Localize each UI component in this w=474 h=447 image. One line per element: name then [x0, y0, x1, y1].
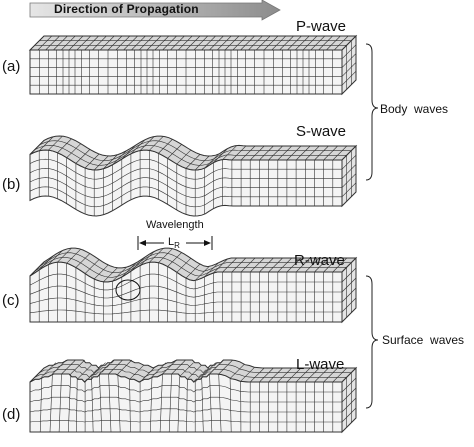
s-wave-label: S-wave — [296, 123, 347, 140]
r-wave-label: R-wave — [294, 252, 345, 269]
propagation-direction-label: Direction of Propagation — [54, 2, 199, 16]
panel-a-label: (a) — [2, 58, 21, 75]
panel-d-label: (d) — [2, 406, 21, 423]
p-wave-block — [28, 34, 358, 96]
surface-waves-label: Surface waves — [382, 333, 465, 347]
wavelength-label: Wavelength — [146, 219, 204, 231]
surface-waves-bracket — [365, 275, 379, 409]
body-waves-label: Body waves — [380, 102, 449, 116]
p-wave-label: P-wave — [296, 18, 347, 35]
particle-orbit — [115, 279, 141, 301]
l-wave-block — [29, 359, 358, 434]
lr-label: LR — [168, 236, 180, 251]
panel-b-label: (b) — [2, 176, 21, 193]
l-wave-label: L-wave — [296, 356, 345, 373]
body-waves-bracket — [365, 43, 379, 181]
wavelength-dimension — [137, 236, 213, 250]
panel-c-label: (c) — [2, 292, 20, 309]
propagation-arrow — [29, 0, 281, 21]
s-wave-block — [29, 135, 358, 217]
r-wave-block — [29, 247, 358, 324]
